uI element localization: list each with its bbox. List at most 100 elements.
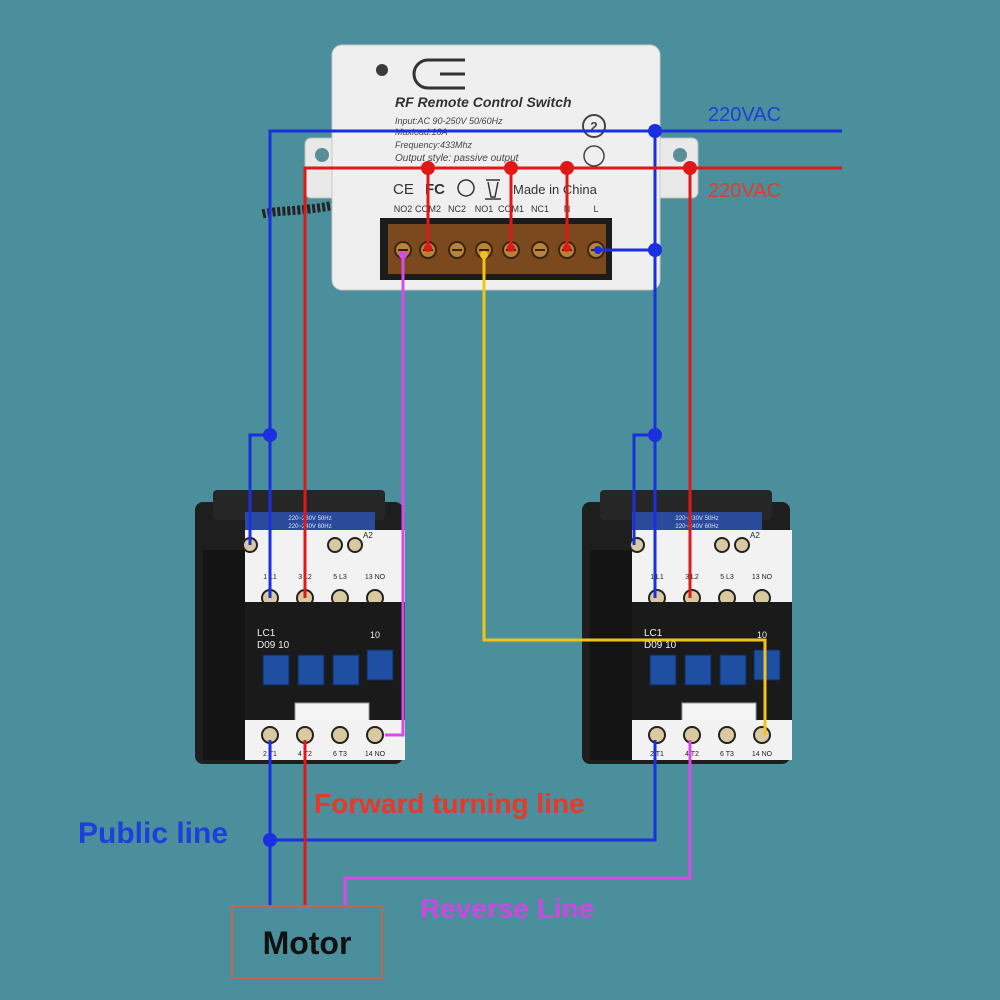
bottom-terminal-screw[interactable] bbox=[683, 726, 701, 744]
contact-window bbox=[366, 649, 394, 681]
blue-wire-public-line bbox=[270, 740, 657, 842]
coil-screw[interactable] bbox=[734, 537, 750, 553]
terminal-connection bbox=[424, 244, 432, 252]
antenna-cable bbox=[260, 200, 336, 219]
blue-wire-right-coil bbox=[632, 250, 657, 545]
top-terminal-label: 5 L3 bbox=[333, 574, 347, 581]
aux-label: 10 bbox=[757, 630, 767, 640]
top-terminal-label: 1 L1 bbox=[650, 574, 664, 581]
bottom-terminal-screw[interactable] bbox=[718, 726, 736, 744]
bottom-terminal-screw[interactable] bbox=[331, 726, 349, 744]
coil-label-a2: A2 bbox=[750, 531, 760, 540]
rating-label bbox=[245, 512, 375, 530]
junction-dot bbox=[263, 833, 277, 847]
aux-label: 10 bbox=[370, 630, 380, 640]
junction-dot bbox=[648, 428, 662, 442]
contact-window bbox=[719, 654, 747, 686]
bottom-terminal-screw[interactable] bbox=[366, 726, 384, 744]
channel-badge-number: 2 bbox=[590, 119, 597, 134]
channel-badge-icon bbox=[582, 114, 606, 138]
rating-label bbox=[632, 512, 762, 530]
spec-input: Input:AC 90-250V 50/60Hz bbox=[395, 116, 503, 126]
side-rail bbox=[203, 550, 245, 760]
terminal-connection bbox=[399, 251, 407, 259]
label-220vac-blue: 220VAC bbox=[708, 104, 781, 126]
red-wire-left-l2 bbox=[303, 166, 842, 598]
bottom-terminal-label: 4 T2 bbox=[685, 751, 699, 758]
spec-frequency: Frequency:433Mhz bbox=[395, 140, 473, 150]
bottom-terminal-label: 6 T3 bbox=[333, 751, 347, 758]
rating-line-2: 220~240V 60Hz bbox=[675, 524, 718, 530]
wire-yellow bbox=[482, 255, 767, 735]
junction-dot bbox=[648, 124, 662, 138]
contact-window bbox=[753, 649, 781, 681]
magenta-wire-no2 bbox=[385, 255, 405, 737]
motor-box bbox=[231, 905, 383, 979]
bottom-terminal-label: 2 T1 bbox=[650, 751, 664, 758]
terminal-label-no2: NO2 bbox=[394, 204, 413, 214]
terminal-label-nc2: NC2 bbox=[448, 204, 466, 214]
coil-screw[interactable] bbox=[714, 537, 730, 553]
magenta-wire-reverse-motor bbox=[343, 740, 692, 906]
model-label-2: D09 10 bbox=[644, 640, 677, 651]
terminal-connection bbox=[507, 244, 515, 252]
contact-window bbox=[297, 654, 325, 686]
side-rail bbox=[590, 550, 632, 760]
terminal-label-nc1: NC1 bbox=[531, 204, 549, 214]
fc-mark: FC bbox=[425, 181, 445, 198]
terminal-label-l: L bbox=[593, 204, 598, 214]
bottom-terminal-label: 14 NO bbox=[752, 751, 773, 758]
wire-red-forward bbox=[303, 166, 842, 906]
weee-bin-icon bbox=[485, 179, 501, 200]
learn-button-icon bbox=[412, 58, 465, 90]
label-public-line: Public line bbox=[78, 817, 228, 850]
terminal-connection bbox=[480, 251, 488, 259]
junction-dot bbox=[263, 428, 277, 442]
contact-window bbox=[262, 654, 290, 686]
contact-window bbox=[684, 654, 712, 686]
model-label-1: LC1 bbox=[257, 628, 276, 639]
coil-label-a2: A2 bbox=[363, 531, 373, 540]
rohs-icon bbox=[583, 145, 605, 167]
recycle-icon bbox=[457, 179, 475, 197]
indicator-led bbox=[376, 64, 388, 76]
made-in-label: Made in China bbox=[513, 182, 598, 197]
motor: Motor bbox=[231, 905, 383, 979]
top-terminal-label: 3 L2 bbox=[685, 574, 699, 581]
label-220vac-red: 220VAC bbox=[708, 180, 781, 202]
bottom-terminal-screw[interactable] bbox=[648, 726, 666, 744]
coil-screw[interactable] bbox=[629, 537, 645, 553]
terminal-label-no1: NO1 bbox=[475, 204, 494, 214]
junction-dot bbox=[421, 161, 435, 175]
yellow-wire-no1 bbox=[482, 255, 767, 735]
rating-line-1: 220~230V 50Hz bbox=[675, 516, 718, 522]
model-label-2: D09 10 bbox=[257, 640, 290, 651]
top-terminal-label: 13 NO bbox=[752, 574, 773, 581]
terminal-connection bbox=[563, 244, 571, 252]
contact-window bbox=[649, 654, 677, 686]
junction-dot bbox=[683, 161, 697, 175]
bottom-terminal-screw[interactable] bbox=[753, 726, 771, 744]
top-terminal-label: 13 NO bbox=[365, 574, 386, 581]
motor-label: Motor bbox=[263, 925, 352, 961]
wire-magenta-reverse bbox=[343, 255, 692, 906]
receiver-title: RF Remote Control Switch bbox=[395, 94, 572, 110]
junction-dot bbox=[504, 161, 518, 175]
junction-dot bbox=[648, 243, 662, 257]
terminal-connection bbox=[594, 246, 602, 254]
bottom-terminal-label: 14 NO bbox=[365, 751, 386, 758]
top-terminal-label: 5 L3 bbox=[720, 574, 734, 581]
label-forward-turning-line: Forward turning line bbox=[314, 788, 585, 819]
mounting-hole-left bbox=[315, 148, 329, 162]
coil-screw[interactable] bbox=[347, 537, 363, 553]
rating-line-1: 220~230V 50Hz bbox=[288, 516, 331, 522]
model-label-1: LC1 bbox=[644, 628, 663, 639]
coil-screw[interactable] bbox=[327, 537, 343, 553]
spec-output: Output style: passive output bbox=[395, 153, 520, 164]
junction-dots bbox=[263, 124, 697, 847]
rating-line-2: 220~240V 60Hz bbox=[288, 524, 331, 530]
